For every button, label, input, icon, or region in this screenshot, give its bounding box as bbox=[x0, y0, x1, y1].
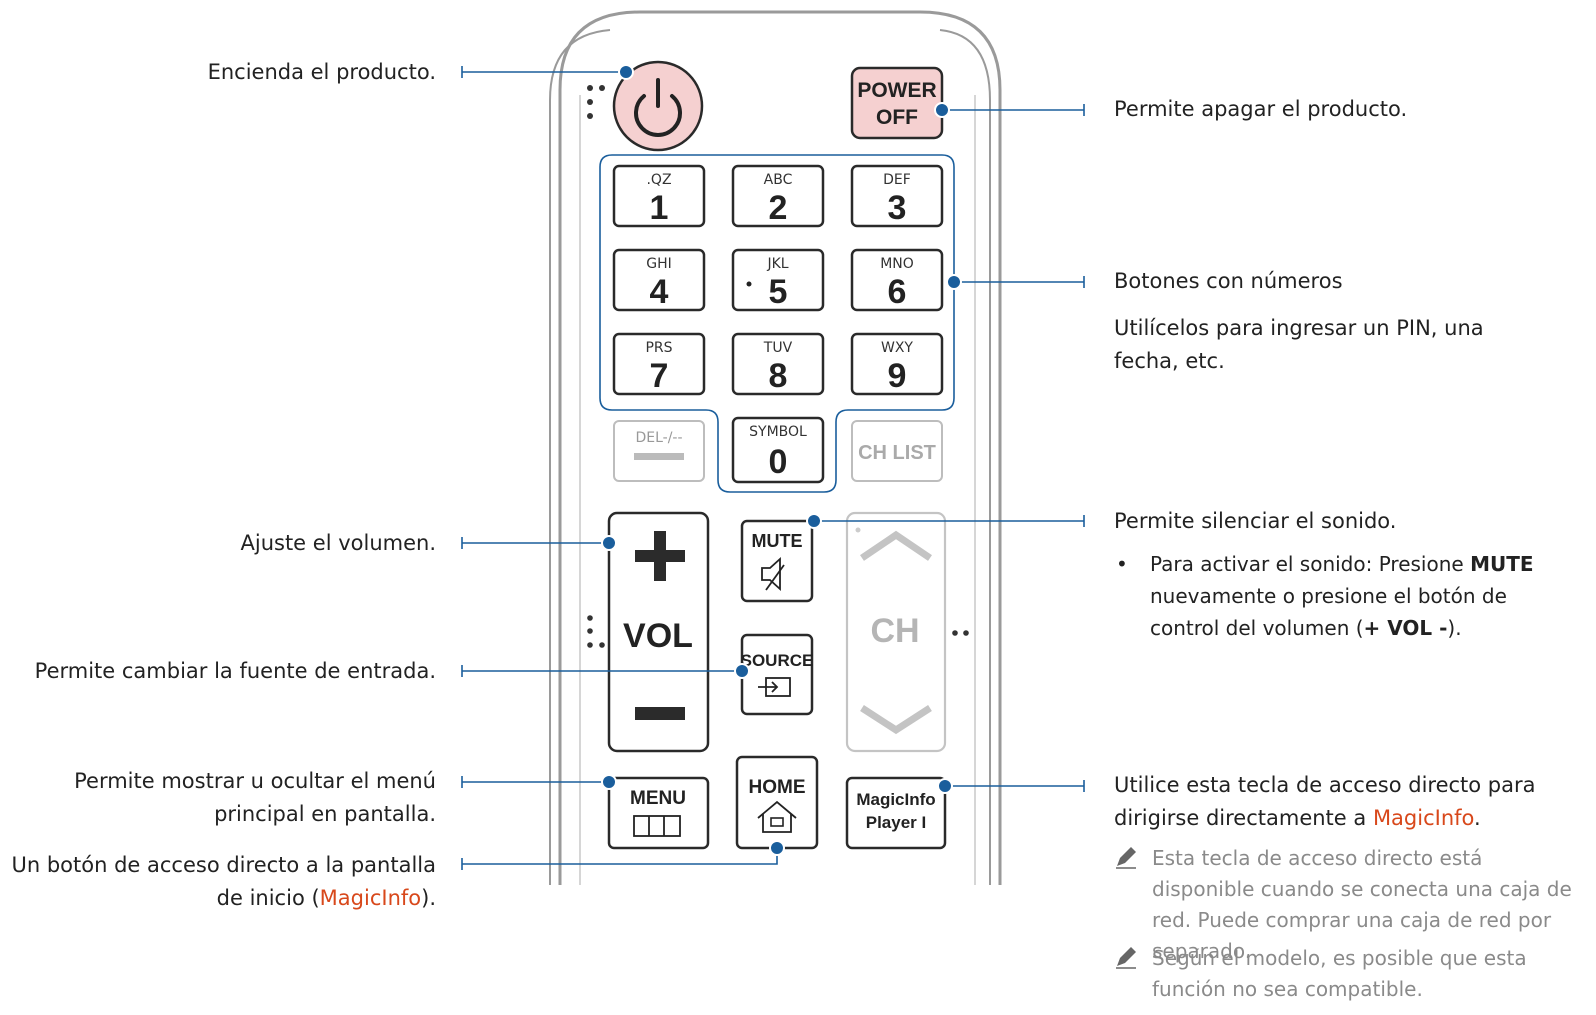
note-model-compat: Según el modelo, es posible que esta fun… bbox=[1116, 943, 1572, 1005]
number-key-letters: .QZ bbox=[646, 172, 671, 188]
remote-body-edge-left bbox=[549, 29, 611, 885]
number-key-letters: GHI bbox=[646, 256, 672, 272]
source-label: SOURCE bbox=[741, 651, 814, 670]
number-key-letters: SYMBOL bbox=[749, 424, 807, 440]
label-numbers-desc: Utilícelos para ingresar un PIN, una fec… bbox=[1114, 316, 1484, 373]
label-power-off: Permite apagar el producto. bbox=[1114, 97, 1408, 121]
magicinfo-label-1: MagicInfo bbox=[856, 790, 935, 809]
magicinfo-player-button[interactable]: MagicInfo Player I bbox=[845, 776, 947, 850]
home-button[interactable]: HOME bbox=[735, 755, 819, 850]
number-key-digit: 6 bbox=[888, 273, 907, 311]
number-key-letters: DEF bbox=[883, 172, 911, 188]
number-key-digit: 1 bbox=[650, 189, 669, 227]
pencil-note-icon bbox=[1116, 847, 1136, 869]
number-keys-outline bbox=[599, 154, 955, 493]
number-key-0[interactable]: SYMBOL 0 bbox=[731, 416, 825, 484]
channel-label: CH bbox=[870, 612, 919, 650]
leader-lines bbox=[461, 64, 1085, 870]
remote-body-edge-right bbox=[939, 29, 991, 885]
channel-rocker[interactable]: CH bbox=[845, 511, 947, 753]
del-label: DEL-/-- bbox=[635, 430, 682, 446]
number-key-digit: 7 bbox=[650, 357, 669, 395]
label-power-on: Encienda el producto. bbox=[207, 60, 436, 84]
number-key-letters: JKL bbox=[766, 256, 788, 272]
tactile-dots-ch bbox=[952, 630, 969, 636]
source-input-icon bbox=[758, 677, 791, 697]
number-key-letters: ABC bbox=[764, 172, 793, 188]
tactile-dot-5 bbox=[746, 281, 752, 287]
label-mute-title: Permite silenciar el sonido. bbox=[1114, 509, 1397, 533]
label-menu: Permite mostrar u ocultar el menú princi… bbox=[74, 769, 436, 826]
number-key-letters: MNO bbox=[880, 256, 914, 272]
label-magicinfo: Utilice esta tecla de acceso directo par… bbox=[1114, 773, 1536, 830]
home-label: HOME bbox=[749, 777, 806, 798]
channel-down-icon bbox=[860, 705, 932, 735]
volume-label: VOL bbox=[623, 617, 693, 655]
remote-body bbox=[558, 10, 1002, 885]
label-home: Un botón de acceso directo a la pantalla… bbox=[11, 853, 436, 910]
power-icon bbox=[634, 94, 682, 137]
menu-button[interactable]: MENU bbox=[607, 776, 710, 850]
number-key-digit: 5 bbox=[769, 273, 788, 311]
label-volume: Ajuste el volumen. bbox=[240, 531, 437, 555]
power-off-label-2: OFF bbox=[876, 106, 918, 129]
volume-rocker[interactable]: VOL bbox=[607, 511, 710, 753]
del-bar bbox=[634, 453, 684, 460]
mute-button[interactable]: MUTE bbox=[740, 519, 814, 603]
ch-list-label: CH LIST bbox=[858, 442, 936, 464]
volume-minus-icon bbox=[635, 707, 685, 720]
number-key-digit: 3 bbox=[888, 189, 907, 227]
number-key-letters: TUV bbox=[763, 340, 793, 356]
label-numbers-title: Botones con números bbox=[1114, 269, 1343, 293]
power-off-label-1: POWER bbox=[857, 79, 936, 102]
number-key-digit: 4 bbox=[650, 273, 669, 311]
source-button[interactable]: SOURCE bbox=[741, 633, 814, 716]
power-button[interactable] bbox=[612, 60, 704, 152]
number-key-digit: 0 bbox=[769, 443, 788, 481]
ch-list-button[interactable]: CH LIST bbox=[851, 420, 943, 482]
number-key-digit: 2 bbox=[769, 189, 788, 227]
del-button[interactable]: DEL-/-- bbox=[613, 420, 705, 482]
number-key-digit: 8 bbox=[769, 357, 788, 395]
label-source: Permite cambiar la fuente de entrada. bbox=[34, 659, 436, 683]
channel-up-icon bbox=[860, 530, 932, 561]
power-off-button[interactable]: POWER OFF bbox=[850, 66, 944, 140]
menu-label: MENU bbox=[630, 788, 686, 809]
magicinfo-label-2: Player I bbox=[866, 813, 927, 832]
number-key-digit: 9 bbox=[888, 357, 907, 395]
tactile-dots-vol bbox=[587, 615, 605, 648]
home-icon bbox=[757, 800, 797, 833]
mute-bullet: •Para activar el sonido: Presione MUTE n… bbox=[1116, 552, 1534, 640]
number-key-letters: WXY bbox=[881, 340, 913, 356]
note-network-box: Esta tecla de acceso directo está dispon… bbox=[1116, 843, 1572, 967]
label-home-magicinfo: MagicInfo bbox=[319, 886, 422, 910]
mute-label: MUTE bbox=[752, 531, 803, 551]
mute-speaker-icon bbox=[761, 556, 785, 592]
label-magicinfo-link: MagicInfo bbox=[1372, 806, 1475, 830]
tactile-dots-power bbox=[587, 85, 605, 119]
pencil-note-icon bbox=[1116, 947, 1136, 969]
menu-grid-icon bbox=[633, 815, 681, 837]
number-key-1[interactable]: .QZ1 bbox=[612, 164, 706, 228]
number-key-letters: PRS bbox=[645, 340, 672, 356]
